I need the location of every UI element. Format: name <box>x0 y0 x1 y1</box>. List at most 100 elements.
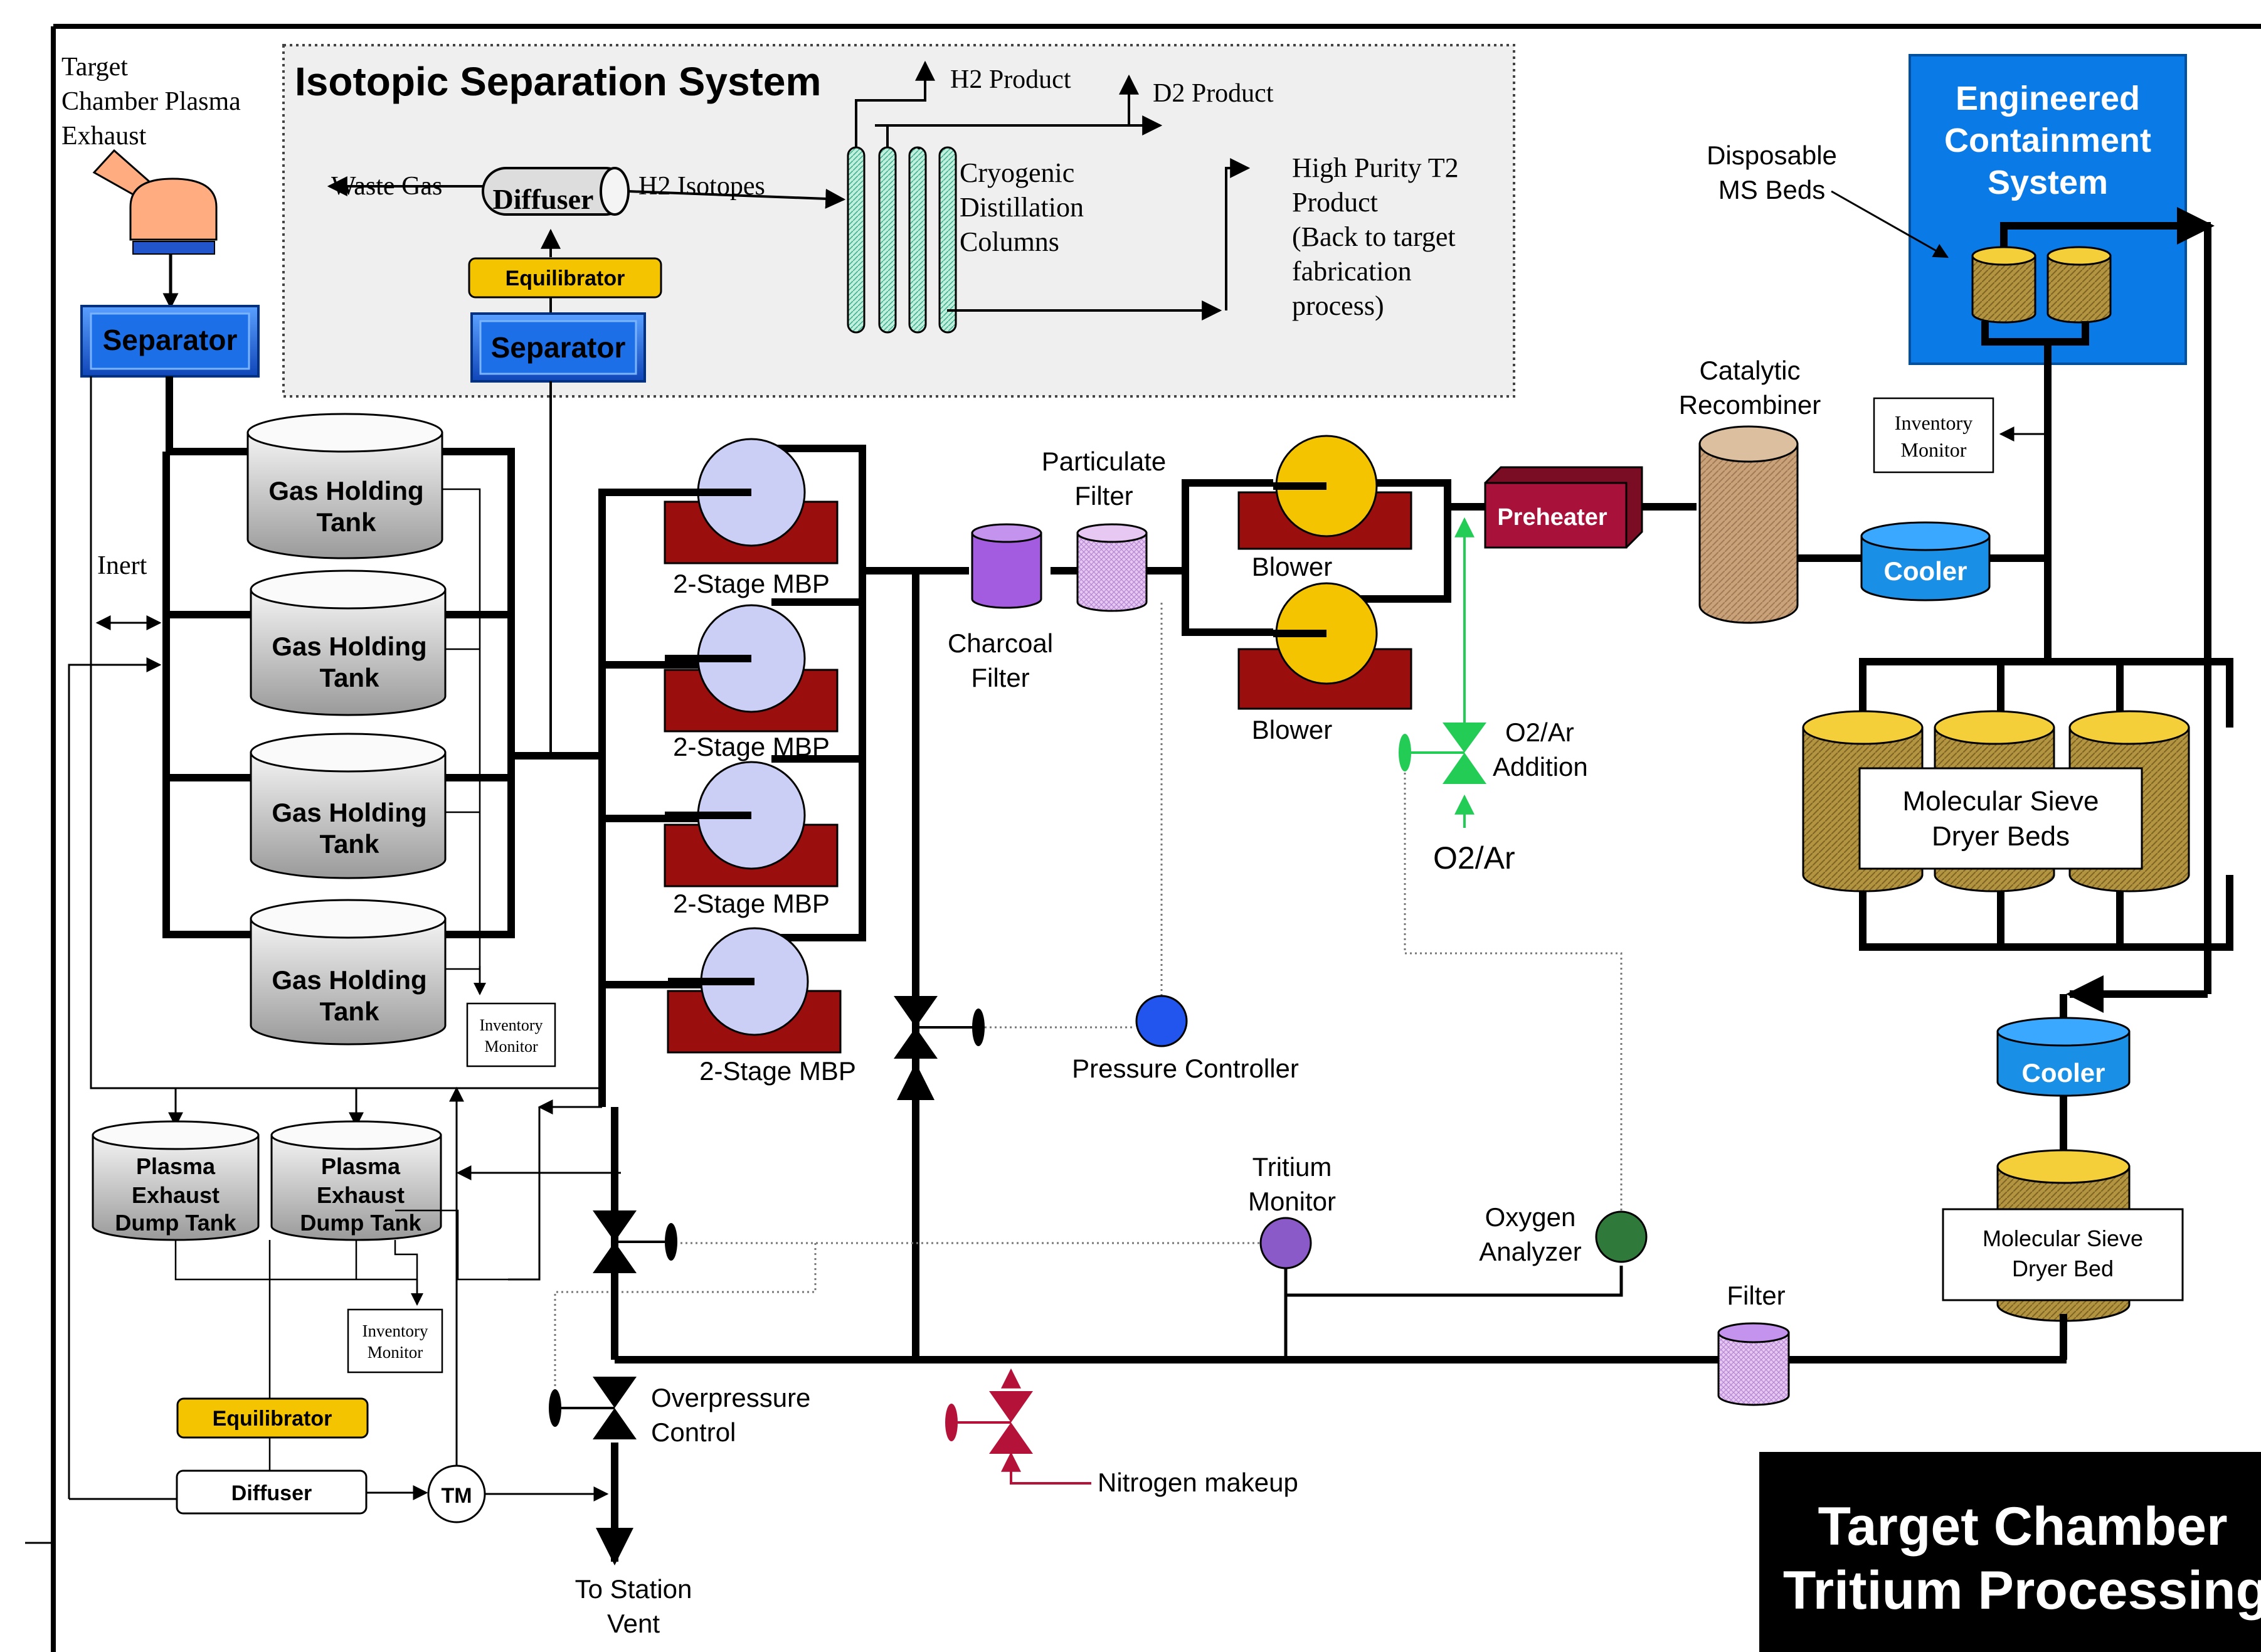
tank-monitor-lines <box>442 488 486 995</box>
blower-1: Blower <box>1237 435 1412 581</box>
containment-inventory-monitor: Inventory Monitor <box>1873 397 1994 474</box>
tank-3-line1: Gas Holding <box>272 798 426 827</box>
cooler-2-label: Cooler <box>2021 1058 2105 1088</box>
iso-separator: Separator <box>470 312 646 383</box>
tritium-monitor <box>1259 1217 1312 1269</box>
isotopic-separation-system: Isotopic Separation System Waste Gas Dif… <box>282 44 1515 398</box>
oxygen-line1: Oxygen <box>1485 1202 1576 1232</box>
vent-valve-upper <box>593 1210 677 1273</box>
sieve-beds: Molecular Sieve Dryer Beds <box>1802 710 2190 892</box>
dump-2-line2: Exhaust <box>317 1182 405 1208</box>
t2-line1: High Purity T2 <box>1292 152 1459 183</box>
lower-diffuser-label: Diffuser <box>231 1481 312 1505</box>
charcoal-line2: Filter <box>971 663 1029 692</box>
tank-inventory-monitor: Inventory Monitor <box>466 1002 556 1067</box>
charcoal-line1: Charcoal <box>948 628 1053 658</box>
pump-3-label: 2-Stage MBP <box>673 889 830 918</box>
title-line2: Tritium Processing <box>1783 1560 2261 1621</box>
dump-1-line1: Plasma <box>136 1153 216 1179</box>
exhaust-chamber <box>129 177 218 241</box>
pump-4-label: 2-Stage MBP <box>699 1056 856 1086</box>
tank-1-line2: Tank <box>317 507 377 537</box>
h2-product-label: H2 Product <box>950 65 1071 94</box>
o2-addition-line2: Addition <box>1493 752 1588 781</box>
overpressure-line1: Overpressure <box>651 1383 810 1412</box>
recombiner-line2: Recombiner <box>1679 390 1821 420</box>
gas-holding-tank-3: Gas Holding Tank <box>250 733 447 879</box>
blower-manifold <box>1182 479 1485 636</box>
dump-inventory-monitor: Inventory Monitor <box>347 1308 443 1374</box>
dump-monitor-line1: Inventory <box>363 1321 428 1340</box>
iso-diffuser-label: Diffuser <box>493 183 594 215</box>
exhaust-line2: Chamber Plasma <box>61 87 241 116</box>
gas-holding-tank-2: Gas Holding Tank <box>250 569 447 716</box>
title-line1: Target Chamber <box>1818 1496 2227 1557</box>
preheater-label: Preheater <box>1497 504 1607 531</box>
dump-1-line2: Exhaust <box>132 1182 220 1208</box>
return-filter-label: Filter <box>1727 1281 1785 1310</box>
tritium-line2: Monitor <box>1248 1187 1336 1216</box>
exhaust-source: Target Chamber Plasma Exhaust <box>61 53 241 255</box>
cryo-line1: Cryogenic <box>960 157 1074 188</box>
dump-monitor-line2: Monitor <box>368 1343 423 1362</box>
tank-2-line1: Gas Holding <box>272 632 426 661</box>
cooler-1: Cooler <box>1860 521 1991 601</box>
h2-product-arrow <box>855 60 935 147</box>
to-station-line2: Vent <box>607 1609 660 1638</box>
oxygen-line2: Analyzer <box>1479 1237 1581 1266</box>
title-block: Target Chamber Tritium Processing <box>1759 1452 2261 1652</box>
exhaust-line3: Exhaust <box>61 122 147 151</box>
disposable-pointer <box>1831 190 1949 258</box>
blower-2: Blower <box>1237 582 1412 744</box>
return-filter <box>1717 1322 1790 1406</box>
isotopic-title: Isotopic Separation System <box>295 59 821 104</box>
tank-monitor-line1: Inventory <box>479 1016 543 1034</box>
inert-label: Inert <box>97 551 147 580</box>
pump-3: 2-Stage MBP <box>664 761 839 918</box>
particulate-filter <box>1076 523 1148 612</box>
exhaust-separator-label: Separator <box>103 324 238 356</box>
pump-1-label: 2-Stage MBP <box>673 569 830 598</box>
gas-holding-tank-4: Gas Holding Tank <box>250 899 447 1046</box>
oxygen-analyzer <box>1595 1210 1648 1263</box>
pump-1: 2-Stage MBP <box>664 438 839 598</box>
catalytic-recombiner <box>1698 425 1799 624</box>
tritium-line1: Tritium <box>1252 1152 1332 1182</box>
dump-tank-lines <box>174 1209 539 1306</box>
lower-diffuser: Diffuser <box>176 1469 368 1515</box>
sieve-beds-line1: Molecular Sieve <box>1902 786 2099 817</box>
o2-source-label: O2/Ar <box>1433 840 1515 876</box>
tank-3-line2: Tank <box>320 829 380 859</box>
cryo-line3: Columns <box>960 226 1059 257</box>
isotopic-box <box>282 44 1515 398</box>
t2-line4: fabrication <box>1292 256 1412 287</box>
lower-equilibrator-label: Equilibrator <box>213 1407 332 1431</box>
recombiner-line1: Catalytic <box>1699 356 1800 385</box>
inert-return-line <box>68 657 162 1499</box>
gas-holding-tank-1: Gas Holding Tank <box>246 413 443 559</box>
t2-line3: (Back to target <box>1292 221 1456 252</box>
iso-equilibrator <box>468 257 662 299</box>
t2-line2: Product <box>1292 187 1378 218</box>
dump-1-line3: Dump Tank <box>115 1210 236 1236</box>
disposable-line2: MS Beds <box>1718 175 1825 204</box>
waste-gas-label: Waste Gas <box>331 172 442 201</box>
pressure-controller-label: Pressure Controller <box>1072 1054 1299 1083</box>
cooler-2: Cooler <box>1996 1017 2131 1097</box>
sieve-bed-single: Molecular Sieve Dryer Bed <box>1942 1149 2184 1322</box>
particulate-line2: Filter <box>1074 481 1133 511</box>
nitrogen-valve <box>945 1368 1091 1485</box>
disposable-ms-beds <box>1971 246 2112 324</box>
iso-diffuser: Diffuser <box>482 167 630 216</box>
lower-equilibrator: Equilibrator <box>176 1397 369 1439</box>
cryo-line2: Distillation <box>960 192 1084 223</box>
exhaust-port <box>132 241 215 255</box>
tank-monitor-line2: Monitor <box>484 1037 538 1056</box>
pump-2-label: 2-Stage MBP <box>673 732 830 761</box>
o2-valve <box>1399 723 1486 784</box>
nitrogen-label: Nitrogen makeup <box>1098 1468 1298 1497</box>
dump-2-line3: Dump Tank <box>300 1210 421 1236</box>
blower-2-label: Blower <box>1252 715 1332 744</box>
h2-isotopes-label: H2 Isotopes <box>638 172 765 201</box>
particulate-line1: Particulate <box>1042 447 1166 476</box>
